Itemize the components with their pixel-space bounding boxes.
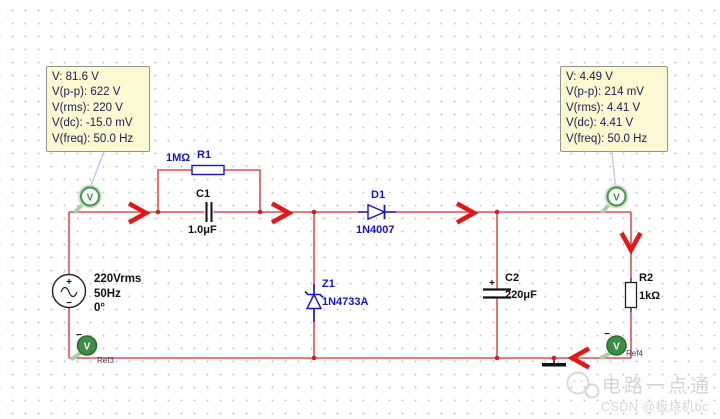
reading-v: V: 81.6 V — [52, 71, 99, 83]
voltmeter-probe-icon[interactable] — [76, 335, 98, 356]
component-c1[interactable]: C1 1.0μF — [188, 188, 217, 236]
source-frequency-label: 50Hz — [94, 288, 121, 300]
probe-handle — [599, 351, 612, 360]
probe-handle — [73, 202, 85, 214]
reading-vpp: V(p-p): 214 mV — [566, 86, 644, 99]
probe-ref4-label: Ref4 — [626, 349, 643, 358]
d1-value-label: 1N4007 — [356, 224, 395, 236]
probe-readout-left[interactable]: V: 81.6 V V(p-p): 622 V V(rms): 220 V V(… — [46, 66, 150, 152]
component-c2[interactable]: + C2 220μF — [483, 272, 537, 301]
probe-minus-mark: − — [604, 329, 610, 340]
chat-bubble-large — [566, 371, 590, 395]
c1-ref-label: C1 — [196, 188, 210, 200]
r2-body[interactable] — [624, 281, 638, 309]
junction-dot — [494, 209, 500, 215]
watermark-chat-icon — [566, 371, 600, 399]
source-phase-label: 0° — [94, 302, 105, 314]
reading-vdc: V(dc): 4.41 V — [566, 117, 634, 130]
reading-vdc: V(dc): -15.0 mV — [52, 117, 133, 130]
probe-v-glyph: V — [87, 193, 94, 204]
component-z1[interactable]: Z1 1N4733A — [304, 278, 369, 322]
current-arrow-right-icon — [270, 201, 294, 225]
component-r2[interactable]: R2 1kΩ — [624, 272, 661, 312]
wire-r1-left[interactable] — [157, 169, 192, 212]
chat-bubble-eye — [580, 379, 583, 383]
probe-connector-left — [89, 151, 105, 189]
junction-dot — [311, 355, 317, 361]
z1-ref-label: Z1 — [322, 278, 335, 290]
z1-triangle[interactable] — [305, 292, 323, 310]
d1-ref-label: D1 — [371, 189, 385, 201]
probe-v-glyph: V — [613, 342, 620, 353]
probe-handle — [70, 351, 82, 361]
component-ac-source[interactable]: + − 220Vrms 50Hz 0° — [51, 273, 142, 314]
voltmeter-probe-icon[interactable] — [79, 186, 101, 207]
chat-bubble-small — [584, 383, 600, 399]
current-arrow-right-icon — [127, 201, 151, 225]
junction-dot — [155, 209, 161, 215]
c1-value-label: 1.0μF — [188, 224, 217, 236]
reference-probe-ref3[interactable]: V − Ref3 — [70, 330, 115, 365]
junction-dot — [494, 355, 500, 361]
reference-probe-ref4[interactable]: V − Ref4 — [599, 329, 644, 360]
r1-ref-label: R1 — [197, 149, 211, 161]
watermark-subtitle: CSDN @板烧机bc — [601, 400, 709, 414]
wire-r1-right[interactable] — [224, 169, 261, 212]
c2-ref-label: C2 — [505, 272, 519, 284]
current-arrow-down-icon — [619, 231, 643, 255]
source-value-label: 220Vrms — [94, 273, 141, 285]
junction-dot — [257, 209, 263, 215]
probe-outer-ring — [78, 184, 102, 209]
probe-minus-mark: − — [76, 330, 82, 341]
reading-vrms: V(rms): 220 V — [52, 101, 123, 114]
c2-value-label: 220μF — [505, 289, 537, 301]
z1-value-label: 1N4733A — [322, 296, 369, 308]
voltmeter-probe-icon[interactable] — [606, 186, 627, 207]
r2-ref-label: R2 — [639, 272, 653, 284]
chat-bubble-eye — [573, 379, 576, 383]
reading-v: V: 4.49 V — [566, 71, 613, 83]
d1-triangle[interactable] — [367, 203, 387, 221]
current-arrows — [127, 201, 643, 370]
wires[interactable] — [68, 169, 632, 359]
probe-ref3-label: Ref3 — [97, 356, 114, 365]
sine-wave-icon — [60, 286, 78, 298]
reading-vfreq: V(freq): 50.0 Hz — [566, 132, 648, 145]
probe-handle — [601, 202, 611, 214]
current-arrow-right-icon — [455, 201, 479, 225]
probe-v-glyph: V — [84, 342, 91, 353]
probe-v-glyph: V — [613, 193, 620, 204]
r2-value-label: 1kΩ — [639, 290, 660, 302]
reading-vfreq: V(freq): 50.0 Hz — [52, 132, 134, 145]
junction-dot — [311, 209, 317, 215]
reading-vrms: V(rms): 4.41 V — [566, 101, 641, 114]
r1-body[interactable] — [191, 164, 225, 176]
ac-source-minus: − — [66, 298, 72, 309]
junction-dot — [551, 355, 557, 361]
junction-dots — [155, 209, 557, 361]
voltmeter-probe-icon[interactable] — [606, 335, 627, 356]
probe-readout-right[interactable]: V: 4.49 V V(p-p): 214 mV V(rms): 4.41 V … — [560, 66, 668, 152]
voltage-probe-top-left[interactable]: V — [73, 184, 102, 214]
reading-vpp: V(p-p): 622 V — [52, 86, 121, 99]
c2-polarity-mark: + — [489, 278, 495, 289]
ac-source-plus: + — [66, 277, 72, 288]
component-r1[interactable]: 1MΩ R1 — [166, 149, 225, 176]
r1-value-label: 1MΩ — [166, 152, 190, 164]
probe-connector-right — [611, 151, 617, 188]
current-arrow-left-icon — [567, 346, 591, 370]
voltage-probe-top-right[interactable]: V — [601, 184, 629, 214]
component-d1[interactable]: D1 1N4007 — [356, 189, 396, 236]
probe-outer-ring — [604, 184, 629, 209]
watermark-title: 电路一点通 — [602, 376, 713, 397]
